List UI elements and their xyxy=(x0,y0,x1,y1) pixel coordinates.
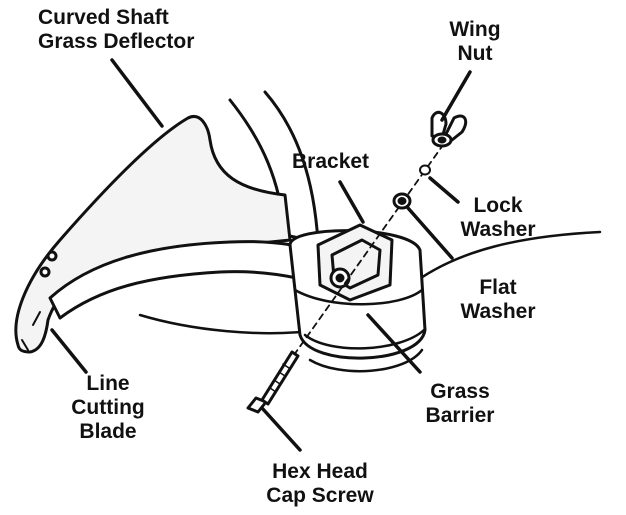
label-lock-washer: Lock Washer xyxy=(460,194,536,241)
mount-hole-bottom xyxy=(39,266,51,278)
label-hex-head-cap-screw: Hex Head Cap Screw xyxy=(266,460,374,507)
leader-flat-washer xyxy=(406,206,454,260)
leader-grass-barrier xyxy=(366,313,422,374)
grass-deflector xyxy=(14,115,292,354)
housing-base xyxy=(303,328,426,350)
lock-washer-drawing xyxy=(419,164,431,176)
leader-bracket xyxy=(338,180,365,224)
leader-line-cutting-blade xyxy=(50,328,88,374)
label-curved-shaft-grass-deflector: Curved Shaft Grass Deflector xyxy=(38,6,195,53)
hex-head-cap-screw-drawing xyxy=(246,350,300,414)
label-grass-barrier: Grass Barrier xyxy=(425,380,495,427)
label-wing-nut: Wing Nut xyxy=(449,18,501,65)
housing-ring xyxy=(308,348,424,373)
line-cutting-blade xyxy=(21,311,41,351)
housing-band xyxy=(293,288,424,306)
leader-wing-nut xyxy=(440,70,472,122)
label-bracket: Bracket xyxy=(292,150,370,173)
label-flat-washer: Flat Washer xyxy=(460,276,536,323)
assembly-axis xyxy=(261,137,449,401)
bracket-bolt-center xyxy=(335,273,345,283)
label-line-cutting-blade: Line Cutting Blade xyxy=(71,372,145,443)
wing-nut-drawing xyxy=(430,110,468,148)
leader-lock-washer xyxy=(428,176,460,204)
leader-curved-shaft xyxy=(110,58,164,128)
mount-hole-top xyxy=(46,250,58,262)
leader-hex-head-cap-screw xyxy=(260,406,302,452)
